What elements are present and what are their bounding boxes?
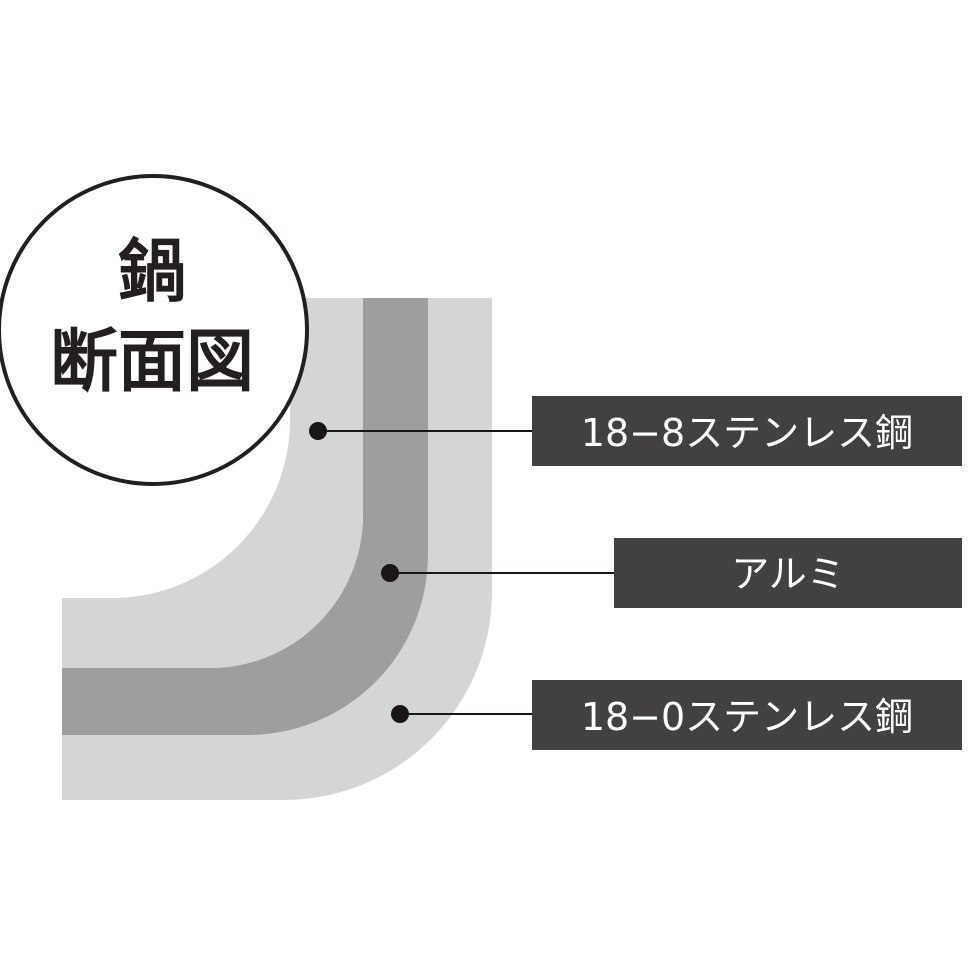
label-box-18-8 (532, 396, 962, 466)
label-aluminium: アルミ (731, 552, 845, 596)
title-circle (0, 174, 309, 486)
layer-inner-stainless (62, 298, 363, 668)
layer-outer-stainless (62, 298, 492, 800)
title-line-1: 鍋 (118, 233, 186, 312)
marker-dot-aluminium (381, 564, 399, 582)
marker-dot-18-8 (309, 422, 327, 440)
label-box-18-0 (532, 680, 962, 750)
title-line-2: 断面図 (50, 323, 254, 402)
label-18-0-stainless: 18−0ステンレス鋼 (581, 695, 913, 739)
layer-aluminium (62, 298, 428, 735)
marker-dot-18-0 (391, 705, 409, 723)
label-box-aluminium (614, 538, 962, 608)
label-18-8-stainless: 18−8ステンレス鋼 (581, 411, 913, 455)
